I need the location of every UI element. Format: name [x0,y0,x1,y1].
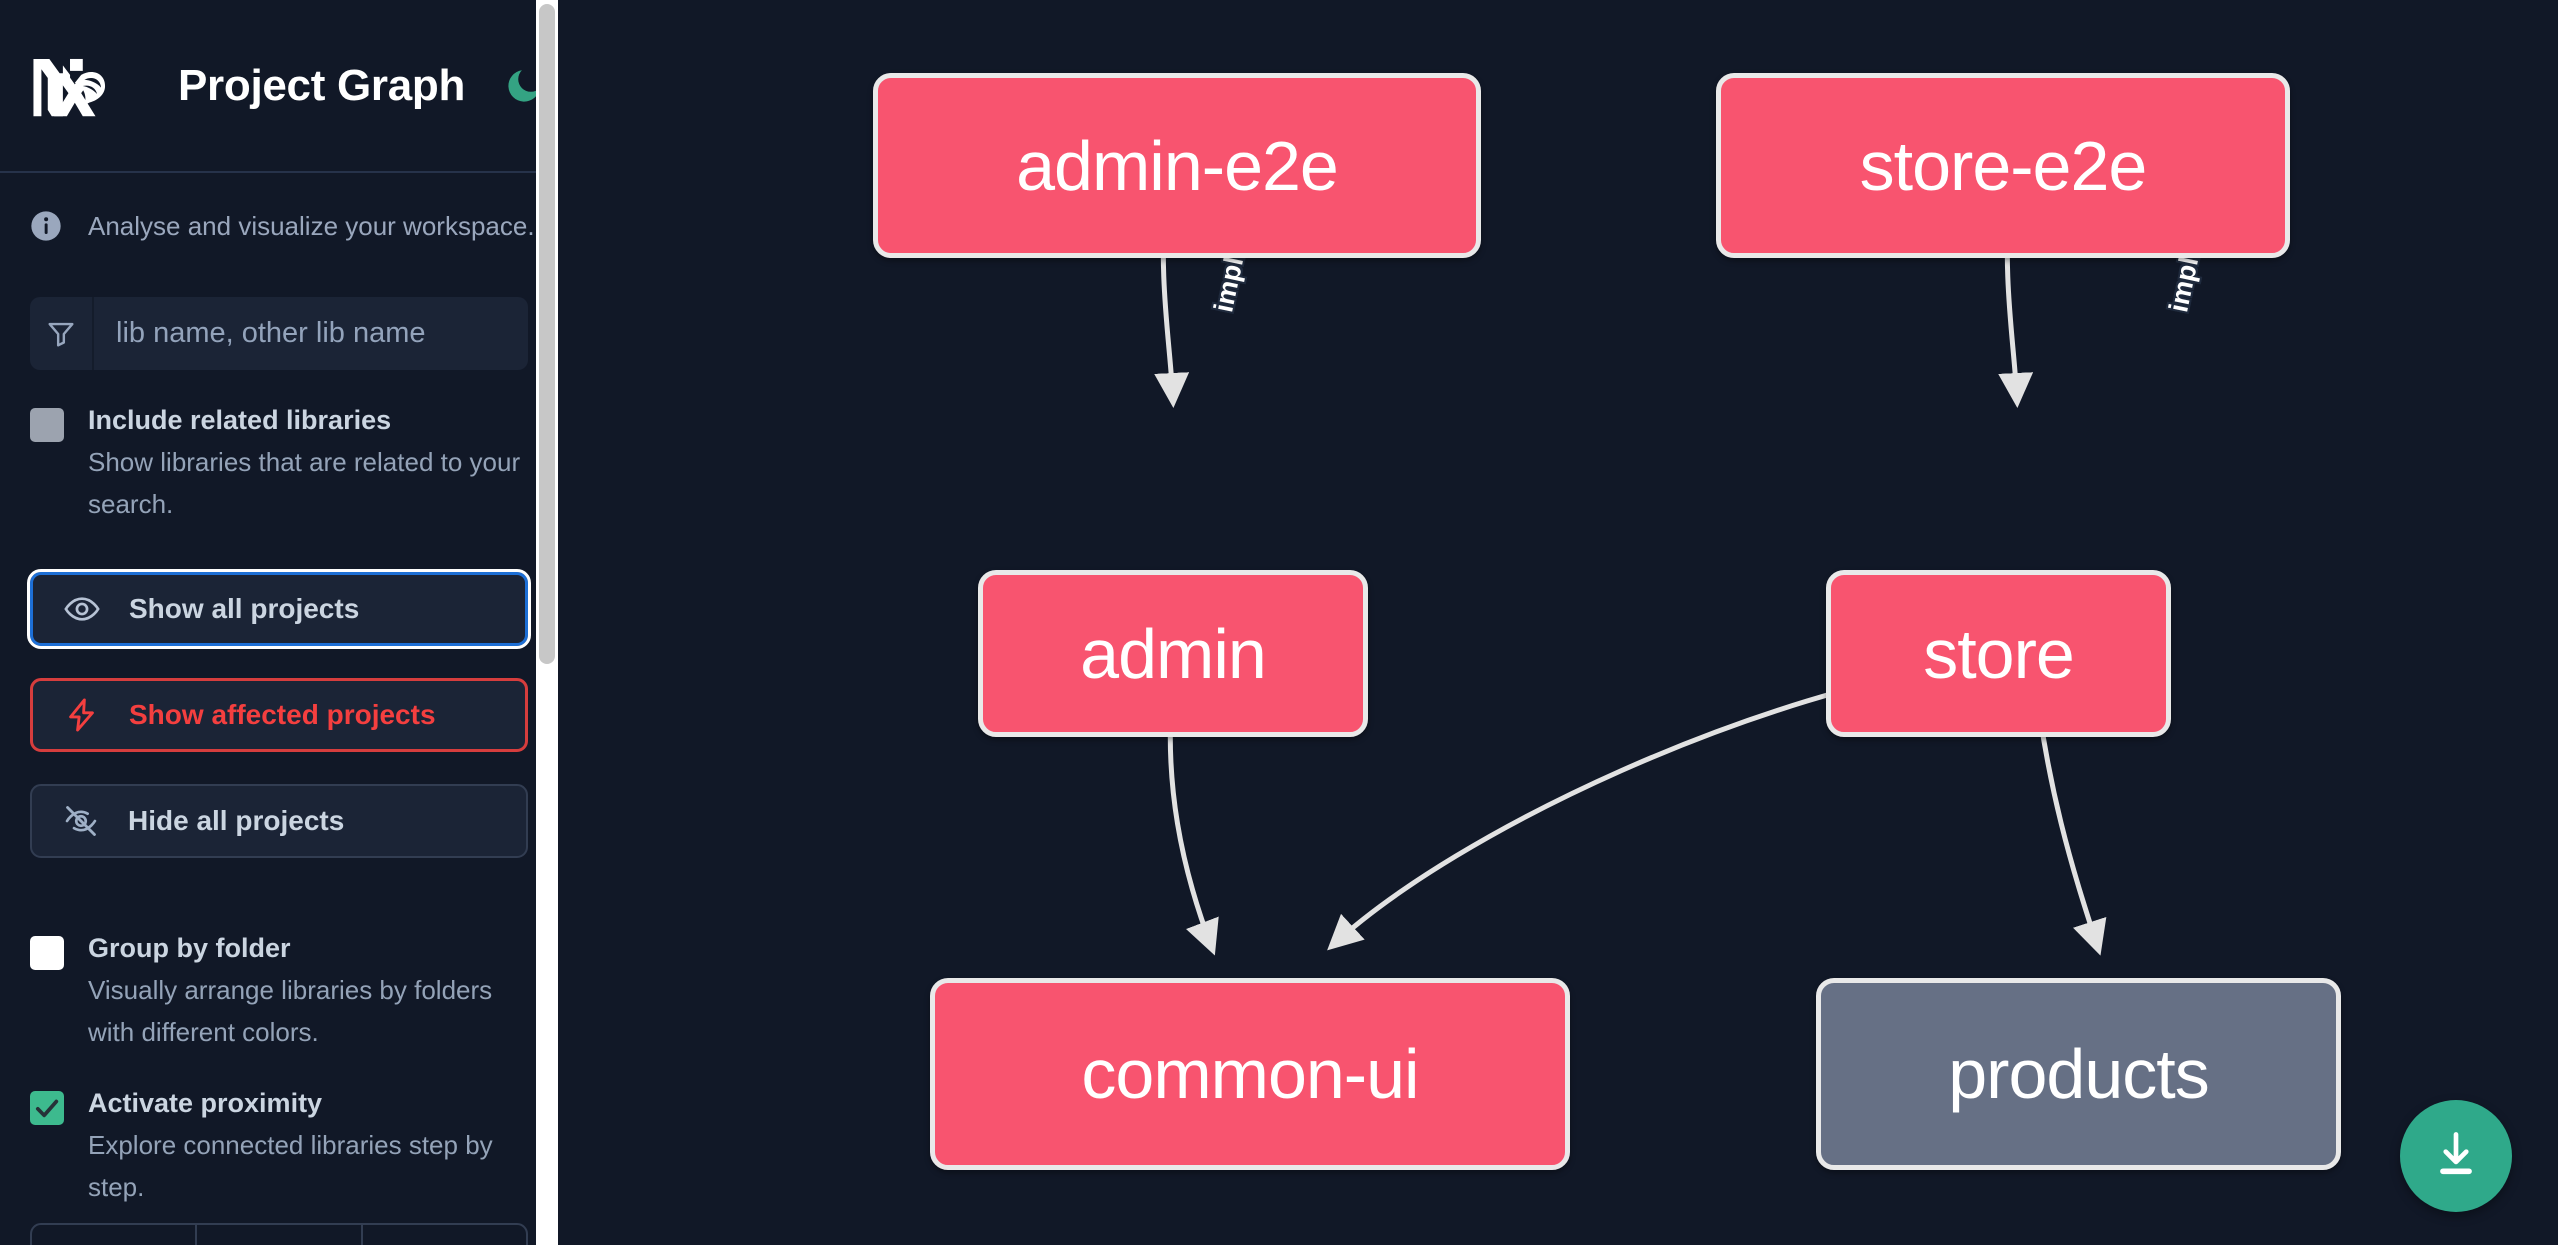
checkbox-label: Include related libraries [88,405,392,435]
analyse-hint: Analyse and visualize your workspace. [30,210,535,242]
graph-node-label: admin-e2e [1016,126,1339,205]
moon-icon[interactable] [501,63,547,109]
eye-icon [61,588,103,630]
graph-node-label: admin [1080,614,1267,693]
checkbox-input[interactable] [30,408,64,442]
checkbox-description: Explore connected libraries step by step… [88,1130,493,1202]
sidebar-scrollbar[interactable] [536,0,558,1245]
checkbox-group-by-folder[interactable]: Group by folder Visually arrange librari… [30,931,528,1053]
page-title: Project Graph [178,60,466,110]
spacer [30,858,528,898]
graph-node-store[interactable]: store [1826,570,2171,737]
sidebar-body: Analyse and visualize your workspace. In… [0,210,558,1208]
download-image-button[interactable] [2400,1100,2512,1212]
checkbox-description: Visually arrange libraries by folders wi… [88,975,493,1047]
checkbox-texts: Group by folder Visually arrange librari… [88,931,528,1053]
sidebar-scrollbar-thumb[interactable] [539,4,555,664]
graph-node-label: products [1948,1035,2209,1113]
eye-off-icon [60,800,102,842]
proximity-step-option-2[interactable] [197,1225,363,1245]
checkbox-label: Activate proximity [88,1088,323,1118]
info-icon [30,210,62,242]
check-icon [35,1099,59,1118]
checkbox-description: Show libraries that are related to your … [88,447,521,519]
graph-node-admin[interactable]: admin [978,570,1368,737]
proximity-step-option-3[interactable] [363,1225,526,1245]
checkbox-activate-proximity[interactable]: Activate proximity Explore connected lib… [30,1086,528,1208]
graph-canvas[interactable]: implicit implicit admin-e2e store-e2e ad… [558,0,2558,1245]
proximity-step-group[interactable] [30,1223,528,1245]
show-all-projects-label: Show all projects [129,593,360,624]
filter-box[interactable] [30,297,528,370]
hide-all-projects-button[interactable]: Hide all projects [30,784,528,858]
sidebar-header: Project Graph [0,0,558,173]
hide-all-projects-label: Hide all projects [128,805,345,836]
show-affected-projects-button[interactable]: Show affected projects [30,678,528,752]
graph-node-label: common-ui [1081,1035,1419,1113]
show-all-projects-button[interactable]: Show all projects [27,569,531,649]
nx-logo-icon [30,51,126,121]
download-icon [2428,1126,2484,1187]
checkbox-texts: Activate proximity Explore connected lib… [88,1086,528,1208]
graph-node-products[interactable]: products [1816,978,2341,1170]
checkbox-include-related-libraries[interactable]: Include related libraries Show libraries… [30,403,528,525]
graph-node-store-e2e[interactable]: store-e2e [1716,73,2290,258]
proximity-step-option-1[interactable] [32,1225,198,1245]
show-affected-projects-label: Show affected projects [129,699,436,730]
checkbox-input[interactable] [30,1091,64,1125]
analyse-hint-text: Analyse and visualize your workspace. [88,210,535,241]
funnel-icon [30,297,94,370]
graph-node-common-ui[interactable]: common-ui [930,978,1570,1170]
bolt-icon [61,694,103,736]
graph-node-label: store [1923,614,2075,693]
checkbox-texts: Include related libraries Show libraries… [88,403,528,525]
checkbox-input[interactable] [30,936,64,970]
search-input[interactable] [94,297,528,370]
checkbox-label: Group by folder [88,933,291,963]
graph-node-label: store-e2e [1859,126,2148,205]
sidebar: Project Graph Analyse and visualize your… [0,0,558,1245]
graph-node-admin-e2e[interactable]: admin-e2e [873,73,1481,258]
